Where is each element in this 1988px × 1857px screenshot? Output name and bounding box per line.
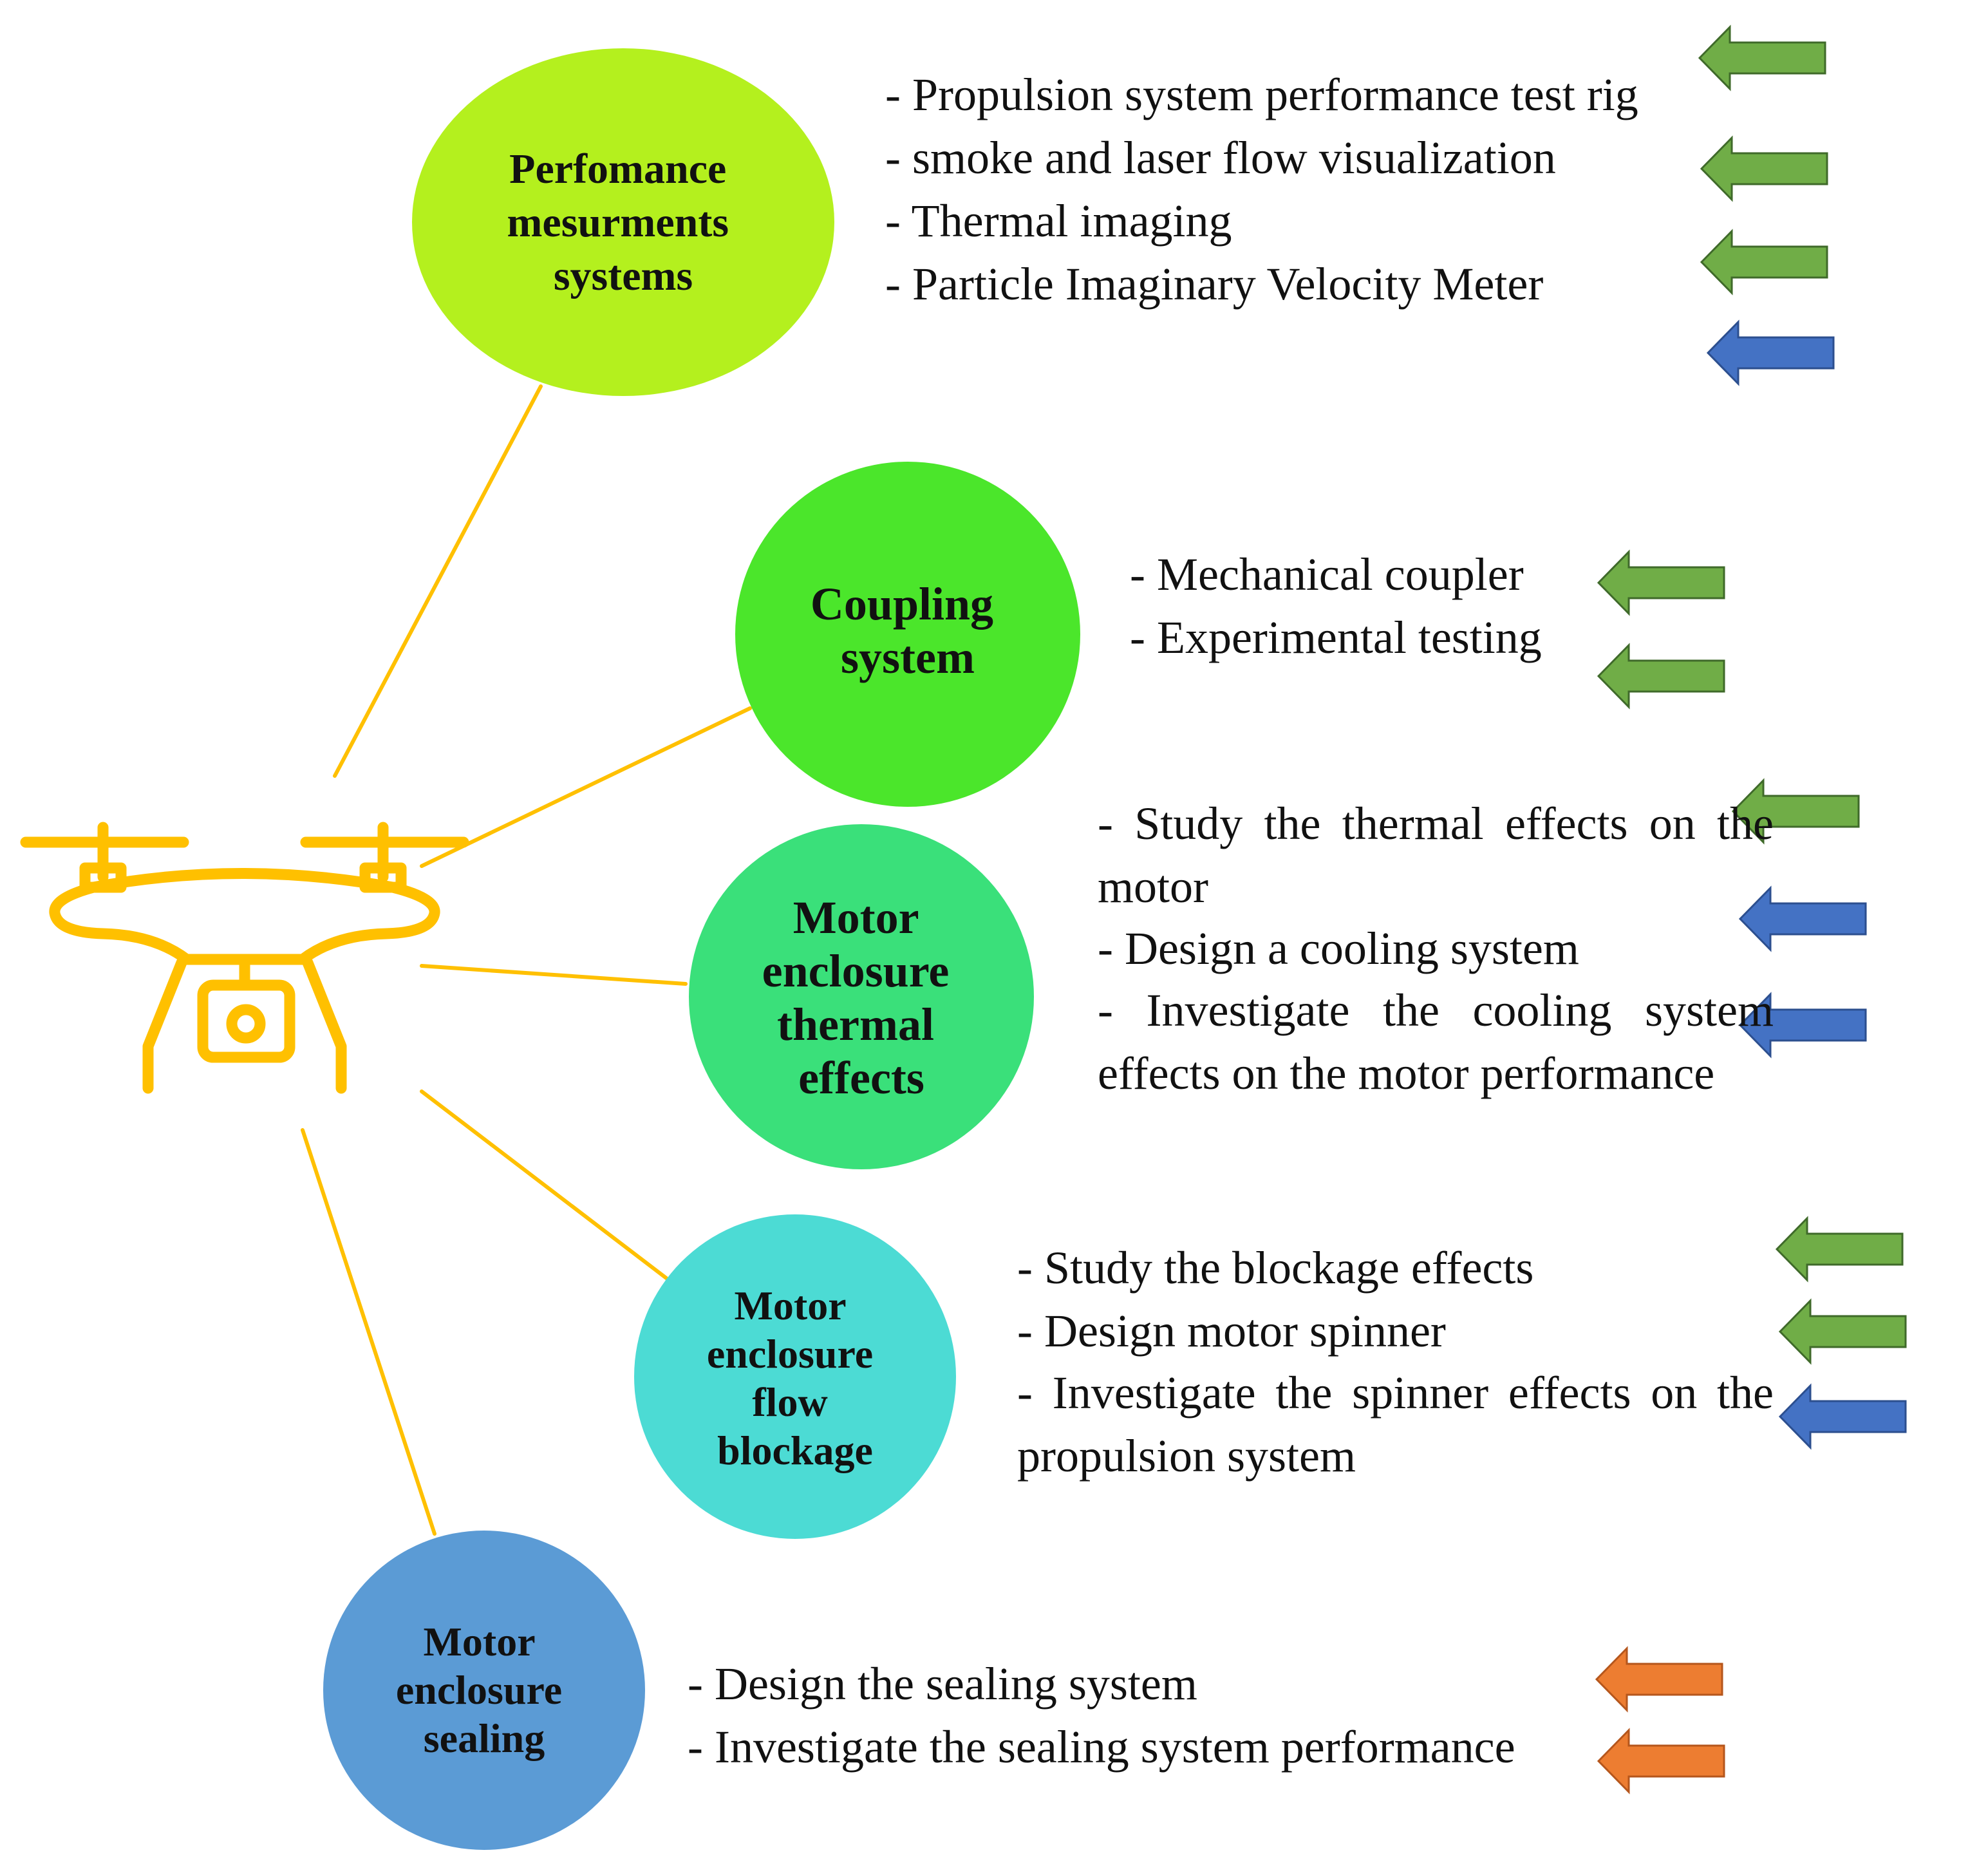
branch-nodes: Perfomance mesurments systems Coupling s… [323, 48, 1080, 1850]
connector-sealing [301, 1128, 436, 1536]
performance-item-4: - Particle Imaginary Velocity Meter [885, 258, 1544, 310]
landing-leg-right [302, 957, 347, 1094]
performance-item-3: - Thermal imaging [885, 195, 1232, 247]
blockage-item-3: - Investigate the spinner effects on the… [1017, 1367, 1774, 1482]
thermal-arrow-3-left-arrow-icon [1738, 992, 1867, 1059]
node-sealing-circle [323, 1531, 645, 1850]
thermal-arrow-2-left-arrow-icon [1738, 885, 1867, 952]
node-coupling-circle [735, 462, 1080, 807]
sealing-item-2: - Investigate the sealing system perform… [688, 1721, 1515, 1773]
arrow-column [1595, 24, 1907, 1795]
coupling-arrow-1-left-arrow-icon [1597, 549, 1725, 616]
blockage-item-1: - Study the blockage effects [1017, 1242, 1534, 1294]
node-performance: Perfomance mesurments systems [412, 48, 834, 396]
thermal-arrow-1-left-arrow-icon [1731, 778, 1860, 845]
sealing-item-1: - Design the sealing system [688, 1658, 1197, 1710]
blockage-arrow-2-left-arrow-icon [1778, 1298, 1907, 1365]
performance-arrow-4-left-arrow-icon [1706, 319, 1835, 386]
performance-item-1: - Propulsion system performance test rig [885, 69, 1638, 120]
camera-lens [226, 1004, 266, 1044]
node-sealing-title: Motor enclosure sealing [396, 1619, 572, 1761]
sealing-arrow-1-left-arrow-icon [1595, 1646, 1723, 1713]
connector-blockage [420, 1089, 668, 1280]
drone-body [49, 868, 440, 965]
node-thermal-title: Motor enclosure thermal effects [762, 892, 961, 1104]
thermal-item-1: - Study the thermal effects on the motor [1098, 798, 1774, 912]
node-blockage-circle [634, 1214, 956, 1539]
coupling-item-1: - Mechanical coupler [1130, 549, 1524, 600]
thermal-item-3: - Investigate the cooling system effects… [1098, 985, 1774, 1099]
node-coupling: Coupling system [735, 462, 1080, 807]
camera-icon [197, 979, 295, 1063]
node-performance-title: Perfomance mesurments systems [507, 146, 739, 299]
performance-arrow-1-left-arrow-icon [1698, 24, 1826, 91]
performance-arrow-3-left-arrow-icon [1700, 229, 1828, 296]
coupling-item-2: - Experimental testing [1130, 612, 1542, 663]
node-sealing: Motor enclosure sealing [323, 1531, 645, 1850]
connector-lines [301, 384, 752, 1536]
node-thermal-circle [689, 824, 1034, 1169]
node-thermal: Motor enclosure thermal effects [689, 824, 1034, 1169]
landing-leg-left [142, 957, 187, 1094]
blockage-item-2: - Design motor spinner [1017, 1305, 1446, 1357]
connector-coupling [420, 706, 752, 868]
drone-icon [20, 822, 469, 1094]
connector-thermal [420, 964, 688, 986]
coupling-arrow-2-left-arrow-icon [1597, 643, 1725, 710]
performance-item-2: - smoke and laser flow visualization [885, 132, 1556, 184]
node-coupling-title: Coupling system [811, 578, 1005, 683]
blockage-arrow-1-left-arrow-icon [1775, 1216, 1904, 1283]
connector-performance [333, 384, 543, 778]
node-blockage-title: Motor enclosure flow blockage [707, 1283, 883, 1473]
sealing-arrow-2-left-arrow-icon [1597, 1728, 1725, 1795]
node-blockage: Motor enclosure flow blockage [634, 1214, 956, 1539]
node-performance-circle [412, 48, 834, 396]
thermal-item-2: - Design a cooling system [1098, 923, 1579, 974]
blockage-arrow-3-left-arrow-icon [1778, 1383, 1907, 1450]
performance-arrow-2-left-arrow-icon [1700, 135, 1828, 202]
